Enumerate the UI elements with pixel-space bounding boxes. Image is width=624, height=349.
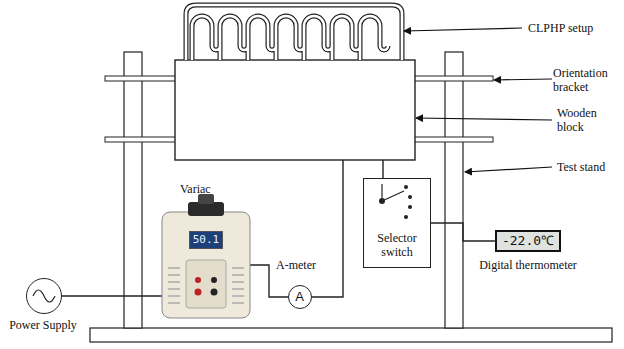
- leader-arrow: [416, 118, 552, 120]
- base-platform: [90, 328, 612, 342]
- switch-contact: [408, 195, 412, 199]
- vent-slot: [232, 274, 244, 276]
- stand-post: [445, 52, 463, 328]
- tube-bore: [192, 16, 388, 60]
- ac-source-circle: [26, 278, 62, 314]
- vent-slot: [232, 295, 244, 297]
- switch-contact: [404, 215, 408, 219]
- leader-arrow: [404, 28, 522, 31]
- part-label: Test stand: [556, 160, 606, 174]
- wire: [312, 160, 343, 297]
- digital-thermometer-node: -22.0℃ Digital thermometer: [476, 228, 580, 278]
- device-heading: Digital thermometer: [479, 258, 577, 272]
- vent-slot: [168, 267, 180, 269]
- part-label: Wooden block: [556, 106, 606, 134]
- sine-symbol: [33, 290, 55, 302]
- shape-outline: [27, 279, 61, 313]
- leader-arrow: [494, 79, 552, 80]
- meter-symbol: A: [295, 290, 304, 304]
- vent-slot: [232, 302, 244, 304]
- tube-bore: [186, 5, 402, 60]
- thermometer-display: -22.0℃: [495, 230, 561, 252]
- vent-slot: [168, 288, 180, 290]
- tube-outline: [192, 16, 388, 60]
- device-heading: Power Supply: [9, 318, 77, 332]
- variac-part: [188, 202, 224, 216]
- shape-outline: [364, 179, 432, 229]
- switch-arm: [382, 191, 404, 201]
- variac-part: [195, 289, 202, 296]
- variac-part: [162, 212, 250, 318]
- vent-slot: [168, 302, 180, 304]
- variac-part: [195, 277, 201, 283]
- display-reading: 50.1: [189, 231, 224, 249]
- clphp-tube: [186, 5, 402, 60]
- vent-slot: [168, 281, 180, 283]
- wooden-block: [175, 60, 415, 160]
- variac-part: [211, 277, 217, 283]
- vent-slot: [232, 281, 244, 283]
- switch-contact: [404, 185, 408, 189]
- selector-switch-node: Selector switch: [363, 178, 431, 268]
- variac-part: [186, 260, 226, 308]
- shape-outline: [158, 184, 254, 320]
- part-label: CLPHP setup: [527, 21, 594, 35]
- vent-slot: [232, 267, 244, 269]
- ammeter-node: A-meterA: [276, 258, 324, 310]
- device-heading: Variac: [180, 182, 211, 196]
- tube-outline: [186, 5, 402, 60]
- power-supply-node: Power Supply: [4, 276, 84, 338]
- vent-slot: [168, 274, 180, 276]
- wire-connector: [431, 223, 495, 241]
- wire-connector: [62, 295, 162, 296]
- device-heading: A-meter: [276, 258, 316, 272]
- variac-node: Variac 50.1: [158, 184, 254, 320]
- stand-post: [124, 52, 142, 328]
- leader-arrow: [465, 167, 552, 172]
- switch-lead: [381, 184, 382, 198]
- variac-part: [211, 289, 218, 296]
- wire: [382, 160, 383, 178]
- switch-label: Selector switch: [366, 231, 428, 259]
- vent-slot: [232, 288, 244, 290]
- vent-slot: [168, 295, 180, 297]
- switch-contact: [408, 205, 412, 209]
- part-label: Orientation bracket: [552, 66, 620, 94]
